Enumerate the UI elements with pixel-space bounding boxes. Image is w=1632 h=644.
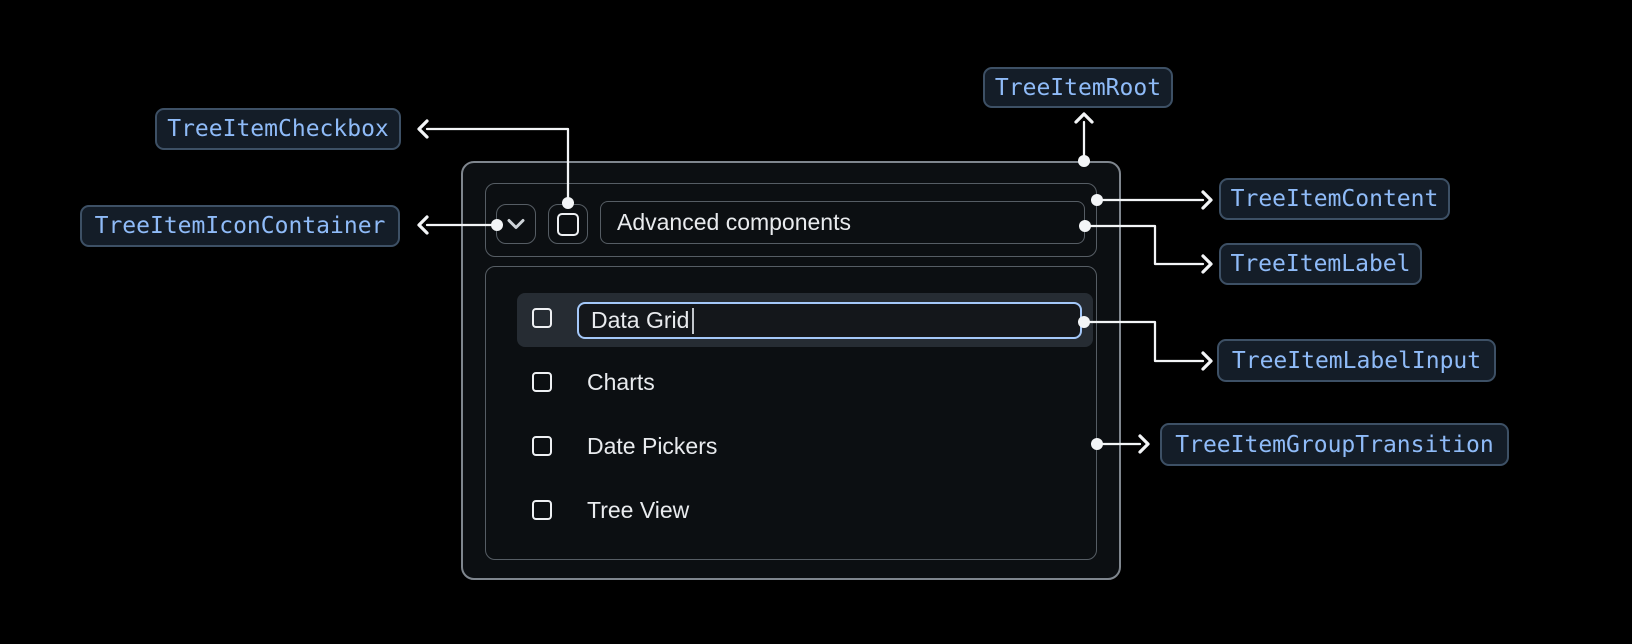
badge-tree-item-label-input: TreeItemLabelInput	[1217, 339, 1496, 382]
tree-item-label-input[interactable]: Data Grid	[577, 302, 1082, 339]
badge-tree-item-group-transition: TreeItemGroupTransition	[1160, 423, 1509, 466]
badge-tree-item-icon-container: TreeItemIconContainer	[80, 205, 400, 247]
text-caret	[692, 307, 695, 334]
badge-tree-item-group-transition-label: TreeItemGroupTransition	[1175, 431, 1494, 458]
badge-tree-item-content: TreeItemContent	[1219, 178, 1450, 220]
tree-item-charts[interactable]: Charts	[587, 368, 655, 395]
checkbox-tree-view[interactable]	[532, 500, 552, 520]
badge-tree-item-root: TreeItemRoot	[983, 67, 1173, 108]
badge-tree-item-icon-container-label: TreeItemIconContainer	[94, 213, 386, 239]
tree-item-tree-view[interactable]: Tree View	[587, 496, 690, 523]
tree-item-icon-container[interactable]	[496, 204, 536, 244]
badge-tree-item-label-input-label: TreeItemLabelInput	[1231, 347, 1482, 374]
checkbox-unchecked-icon	[557, 212, 579, 236]
checkbox-date-pickers[interactable]	[532, 436, 552, 456]
connector-tree-item-root	[1074, 112, 1094, 167]
tree-item-date-pickers[interactable]: Date Pickers	[587, 432, 718, 459]
tree-item-root	[461, 161, 1121, 580]
badge-tree-item-checkbox-label: TreeItemCheckbox	[167, 116, 389, 142]
tree-item-group-transition	[485, 266, 1097, 560]
label-input-value: Data Grid	[591, 307, 690, 333]
tree-item-content[interactable]	[485, 183, 1097, 257]
tree-item-checkbox[interactable]	[548, 204, 588, 244]
parent-item-label: Advanced components	[617, 209, 851, 235]
checkbox-data-grid[interactable]	[532, 308, 552, 328]
badge-tree-item-root-label: TreeItemRoot	[994, 74, 1162, 101]
chevron-down-icon	[496, 204, 536, 244]
checkbox-charts[interactable]	[532, 372, 552, 392]
badge-tree-item-label-label: TreeItemLabel	[1230, 251, 1411, 277]
tree-item-label[interactable]: Advanced components	[600, 201, 1085, 244]
badge-tree-item-label: TreeItemLabel	[1219, 243, 1422, 285]
badge-tree-item-checkbox: TreeItemCheckbox	[155, 108, 401, 150]
badge-tree-item-content-label: TreeItemContent	[1230, 186, 1439, 212]
